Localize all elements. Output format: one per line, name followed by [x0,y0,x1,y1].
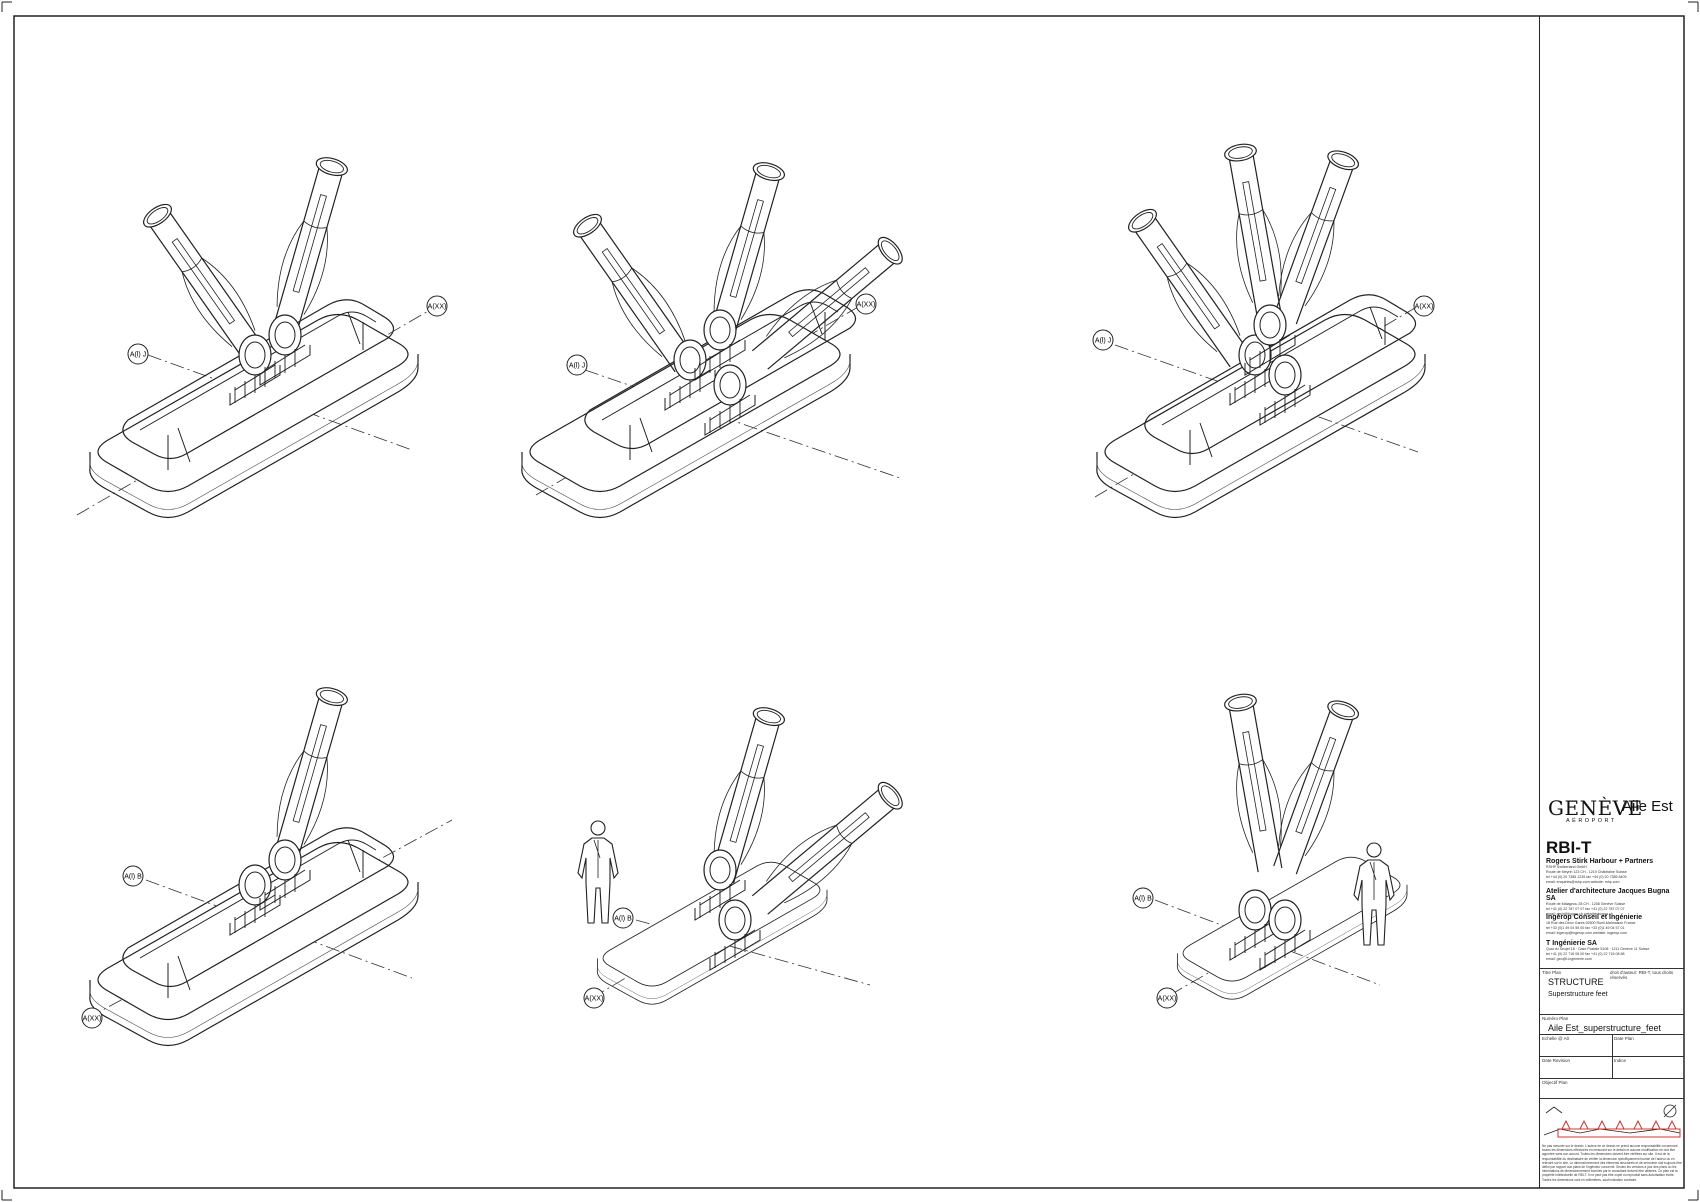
foot-view-3 [1094,140,1426,519]
numero-box: Numéro Plan Aile Est_superstructure_feet [1540,1014,1684,1034]
svg-text:A(l) B: A(l) B [1134,896,1152,903]
firm-ingerop: Ingérop Conseil et Ingénierie 18 Rue des… [1546,914,1643,935]
svg-text:A(XX): A(XX) [83,1016,102,1023]
scale-date-box: Echelle @ A0 Date Plan [1540,1034,1684,1079]
foot-view-1 [76,152,431,519]
axis-bubble-v2-j: A(l) J [566,354,588,376]
svg-text:A(l) J: A(l) J [1095,338,1111,345]
drawing-subtitle: Superstructure feet [1548,991,1608,998]
project-name: RBI-T [1546,838,1592,857]
svg-text:A(XX): A(XX) [585,996,604,1003]
axis-bubble-v1-xx: A(XX) [426,295,448,317]
foot-view-2 [521,157,911,519]
axis-bubble-v5-xx: A(XX) [583,987,605,1009]
axis-bubble-v1-j: A(l) J [127,343,149,365]
firm-t-ingenierie: T Ingénierie SA Quai du Seujet 18 · Case… [1546,940,1650,961]
firm-rshp: Rogers Stirk Harbour + Partners RSHP Swi… [1546,858,1654,884]
geneve-aeroport-logo: GENÈVE AÉROPORT Aile Est [1548,796,1678,824]
axis-bubble-v4-b: A(l) B [122,865,144,887]
title-plan-box: Titre Plan droit d'auteur: RBI-T, tous d… [1540,968,1684,1012]
axis-bubble-v3-xx: A(XX) [1413,295,1435,317]
svg-text:A(l) B: A(l) B [124,874,142,881]
svg-text:A(XX): A(XX) [1158,996,1177,1003]
axis-bubble-v2-xx: A(XX) [855,293,877,315]
axis-bubble-v5-b: A(l) B [612,907,634,929]
firm-bugna: Atelier d'architecture Jacques Bugna SA … [1546,888,1670,916]
axis-bubble-v4-xx: A(XX) [81,1007,103,1029]
svg-text:A(l) B: A(l) B [614,916,632,923]
svg-text:A(l) J: A(l) J [130,352,146,359]
svg-text:A(l) J: A(l) J [569,363,585,370]
client-sub: AÉROPORT [1566,818,1617,824]
axis-bubble-v6-b: A(l) B [1132,887,1154,909]
svg-text:A(XX): A(XX) [857,302,876,309]
key-plan-diagram [1543,1104,1681,1138]
wing-name: Aile Est [1622,798,1673,815]
drawing-title: STRUCTURE [1548,977,1604,987]
revision-box: Date Revision Indice [1540,1056,1684,1078]
axis-bubble-v6-xx: A(XX) [1156,987,1178,1009]
foot-view-5 [577,702,911,1005]
svg-text:A(XX): A(XX) [1415,304,1434,311]
title-block: GENÈVE AÉROPORT Aile Est RBI-T Rogers St… [1539,16,1684,1188]
axis-bubbles: A(l) J A(XX) A(l) J A(XX) A(l) J A(XX) A… [81,293,1435,1029]
svg-text:A(XX): A(XX) [428,304,447,311]
foot-view-4 [87,682,453,1047]
client-name: GENÈVE [1548,796,1643,820]
copyright-note: droit d'auteur: RBI-T, tous droits réser… [1610,970,1674,980]
key-plan [1540,1098,1684,1144]
drawing-number: Aile Est_superstructure_feet [1548,1023,1662,1033]
axis-bubble-v3-j: A(l) J [1092,329,1114,351]
disclaimer-notes: Ne pas mesurer sur le dessin. L'auteur d… [1542,1144,1682,1182]
foot-view-6 [1154,690,1408,1000]
objectif-box: Objectif Plan [1540,1078,1684,1098]
